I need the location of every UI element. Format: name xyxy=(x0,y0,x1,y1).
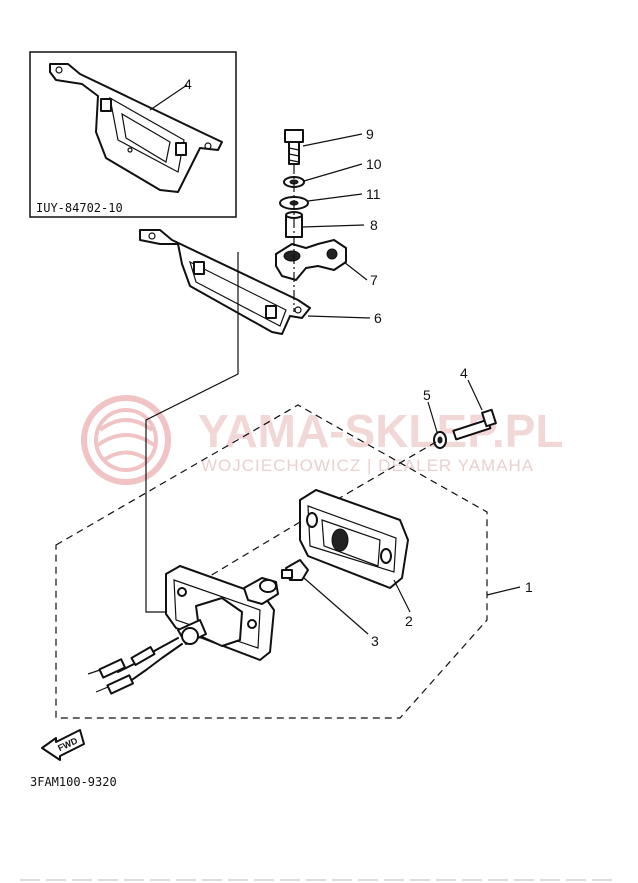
watermark-subtitle: WOJCIECHOWICZ | DEALER YAMAHA xyxy=(201,456,534,475)
diagram-code: 3FAM100-9320 xyxy=(30,775,117,789)
callout-4a: 4 xyxy=(184,76,192,92)
lens-2 xyxy=(299,489,409,589)
callout-7: 7 xyxy=(370,272,378,288)
callout-5: 5 xyxy=(423,387,431,403)
housing xyxy=(87,565,279,695)
callout-3: 3 xyxy=(371,633,379,649)
bracket-6 xyxy=(139,229,311,335)
bulb-3 xyxy=(281,559,309,581)
inset-box: 4 IUY-84702-10 xyxy=(29,51,237,218)
callout-4b: 4 xyxy=(460,365,468,381)
stay-7 xyxy=(275,239,347,281)
watermark: YAMA-SKLEP.PL WOJCIECHOWICZ | DEALER YAM… xyxy=(81,395,564,485)
callout-2: 2 xyxy=(405,613,413,629)
callout-10: 10 xyxy=(366,156,382,172)
fwd-arrow: FWD xyxy=(41,729,85,761)
callout-9: 9 xyxy=(366,126,374,142)
bolt-9 xyxy=(284,129,304,165)
callout-8: 8 xyxy=(370,217,378,233)
inset-bracket xyxy=(49,63,223,193)
inset-code: IUY-84702-10 xyxy=(36,201,123,215)
callout-1: 1 xyxy=(525,579,533,595)
callout-6: 6 xyxy=(374,310,382,326)
callout-11: 11 xyxy=(366,186,381,202)
washer-5 xyxy=(433,431,447,449)
assembly-outline xyxy=(55,404,488,719)
watermark-logo xyxy=(81,395,171,485)
screw-4 xyxy=(452,408,497,441)
watermark-title: YAMA-SKLEP.PL xyxy=(198,405,564,457)
